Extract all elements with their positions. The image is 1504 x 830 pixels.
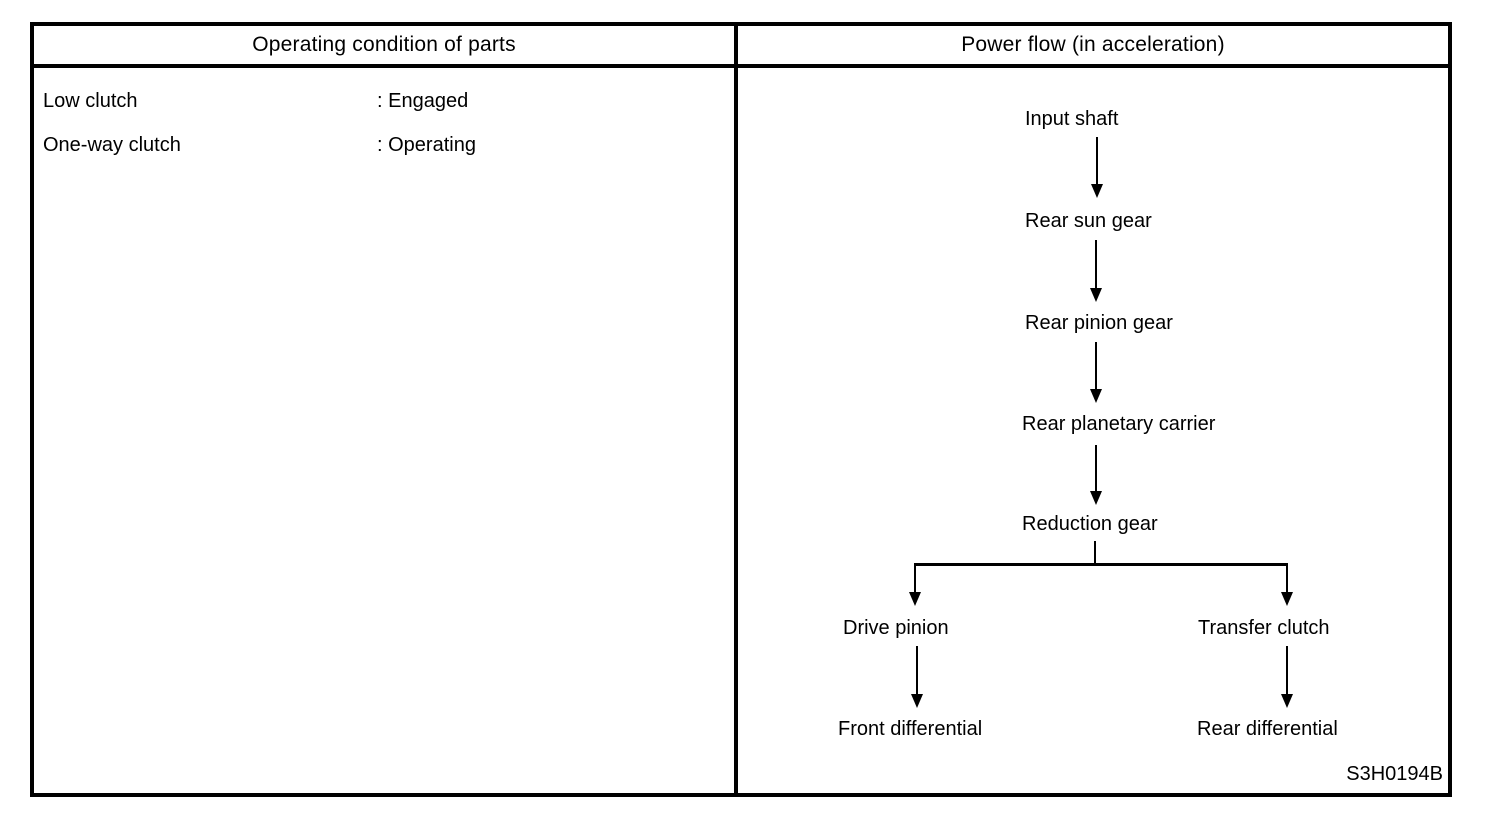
arrow-down-icon xyxy=(1281,646,1293,708)
arrow-down-icon xyxy=(1091,137,1103,198)
arrow-down-icon xyxy=(1090,240,1102,302)
arrow-down-icon xyxy=(911,646,923,708)
flow-node-input-shaft: Input shaft xyxy=(1025,108,1119,130)
flow-node-drive-pinion: Drive pinion xyxy=(843,617,949,639)
flow-node-transfer-clutch: Transfer clutch xyxy=(1198,617,1330,639)
header-power-flow: Power flow (in acceleration) xyxy=(738,26,1448,64)
header-operating-condition-label: Operating condition of parts xyxy=(252,33,516,56)
condition-part-low-clutch: Low clutch xyxy=(43,90,138,112)
table-frame: Operating condition of parts Power flow … xyxy=(30,22,1452,797)
header-operating-condition: Operating condition of parts xyxy=(34,26,738,64)
flow-node-rear-differential: Rear differential xyxy=(1197,718,1338,740)
arrow-down-icon xyxy=(1090,445,1102,505)
flow-node-rear-sun-gear: Rear sun gear xyxy=(1025,210,1152,232)
condition-state-one-way-clutch: : Operating xyxy=(377,134,476,156)
arrow-down-icon xyxy=(1281,563,1293,606)
condition-state-low-clutch: : Engaged xyxy=(377,90,469,112)
operating-condition-cell xyxy=(34,68,738,793)
branch-stem-line xyxy=(1094,541,1096,565)
flow-node-rear-pinion-gear: Rear pinion gear xyxy=(1025,312,1173,334)
flow-node-front-differential: Front differential xyxy=(838,718,983,740)
figure-code: S3H0194B xyxy=(1346,763,1443,785)
arrow-down-icon xyxy=(1090,342,1102,403)
table-header-row: Operating condition of parts Power flow … xyxy=(34,26,1448,68)
arrow-down-icon xyxy=(909,563,921,606)
header-power-flow-label: Power flow (in acceleration) xyxy=(961,33,1225,56)
branch-horizontal-line xyxy=(914,563,1288,566)
flow-node-rear-planetary-carrier: Rear planetary carrier xyxy=(1022,413,1216,435)
condition-part-one-way-clutch: One-way clutch xyxy=(43,134,181,156)
table-body-row xyxy=(34,68,1448,793)
flow-node-reduction-gear: Reduction gear xyxy=(1022,513,1158,535)
